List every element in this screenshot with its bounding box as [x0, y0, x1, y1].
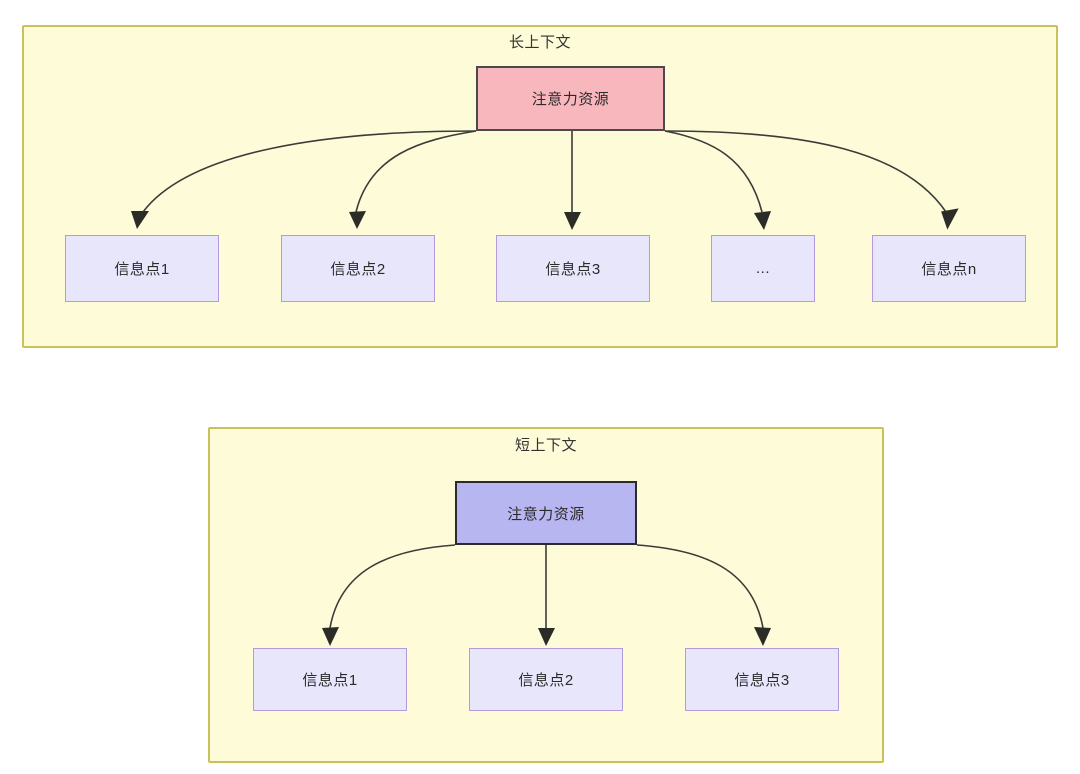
- node-short-attention-resource-label: 注意力资源: [507, 505, 585, 523]
- node-long-attention-resource[interactable]: 注意力资源: [476, 66, 665, 131]
- node-short-info-2-label: 信息点2: [518, 672, 574, 689]
- node-short-info-3-label: 信息点3: [734, 672, 790, 689]
- node-short-attention-resource[interactable]: 注意力资源: [455, 481, 637, 545]
- node-short-info-3[interactable]: 信息点3: [685, 648, 839, 711]
- node-long-info-2[interactable]: 信息点2: [281, 235, 435, 302]
- node-long-info-ellipsis-label: ...: [755, 260, 770, 277]
- node-long-info-2-label: 信息点2: [330, 261, 386, 278]
- node-long-info-ellipsis[interactable]: ...: [711, 235, 815, 302]
- node-long-info-n-label: 信息点n: [921, 261, 977, 278]
- node-short-info-1[interactable]: 信息点1: [253, 648, 407, 711]
- node-long-info-1-label: 信息点1: [114, 261, 170, 278]
- node-long-info-3[interactable]: 信息点3: [496, 235, 650, 302]
- node-long-info-1[interactable]: 信息点1: [65, 235, 219, 302]
- container-short-context-title: 短上下文: [514, 437, 577, 454]
- node-long-info-n[interactable]: 信息点n: [872, 235, 1026, 302]
- node-short-info-1-label: 信息点1: [302, 672, 358, 689]
- container-short-context: [208, 427, 884, 763]
- node-long-attention-resource-label: 注意力资源: [531, 91, 610, 108]
- node-long-info-3-label: 信息点3: [545, 261, 601, 278]
- container-long-context-title: 长上下文: [508, 34, 571, 51]
- node-short-info-2[interactable]: 信息点2: [469, 648, 623, 711]
